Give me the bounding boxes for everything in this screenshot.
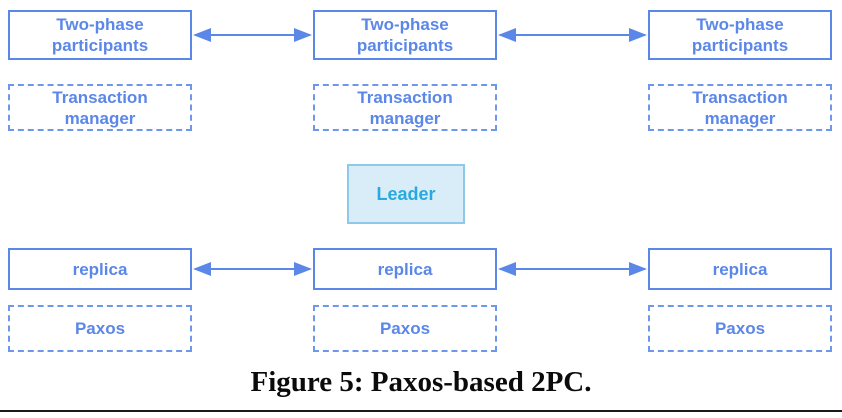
replica-box-2: replica bbox=[313, 248, 497, 290]
two-phase-participants-label-3: Two-phase participants bbox=[691, 15, 789, 55]
replica-box-3: replica bbox=[648, 248, 832, 290]
leader-box: Leader bbox=[347, 164, 465, 224]
leader-label: Leader bbox=[376, 183, 436, 204]
transaction-manager-box-3: Transaction manager bbox=[648, 84, 832, 131]
paxos-label-3: Paxos bbox=[714, 319, 766, 338]
transaction-manager-label-3: Transaction manager bbox=[692, 87, 788, 128]
paxos-box-2: Paxos bbox=[313, 305, 497, 352]
paxos-label-1: Paxos bbox=[74, 319, 126, 338]
two-phase-participants-label-1: Two-phase participants bbox=[51, 15, 149, 55]
two-phase-participants-box-3: Two-phase participants bbox=[648, 10, 832, 60]
replica-label-1: replica bbox=[72, 259, 128, 279]
transaction-manager-box-1: Transaction manager bbox=[8, 84, 192, 131]
replica-label-3: replica bbox=[712, 259, 768, 279]
two-phase-participants-box-1: Two-phase participants bbox=[8, 10, 192, 60]
paxos-label-2: Paxos bbox=[379, 319, 431, 338]
transaction-manager-label-1: Transaction manager bbox=[52, 87, 148, 128]
bottom-divider bbox=[0, 410, 842, 412]
transaction-manager-label-2: Transaction manager bbox=[357, 87, 453, 128]
paxos-box-3: Paxos bbox=[648, 305, 832, 352]
two-phase-participants-box-2: Two-phase participants bbox=[313, 10, 497, 60]
paxos-box-1: Paxos bbox=[8, 305, 192, 352]
transaction-manager-box-2: Transaction manager bbox=[313, 84, 497, 131]
two-phase-participants-label-2: Two-phase participants bbox=[356, 15, 454, 55]
replica-box-1: replica bbox=[8, 248, 192, 290]
figure-caption: Figure 5: Paxos-based 2PC. bbox=[250, 366, 592, 398]
replica-label-2: replica bbox=[377, 259, 433, 279]
